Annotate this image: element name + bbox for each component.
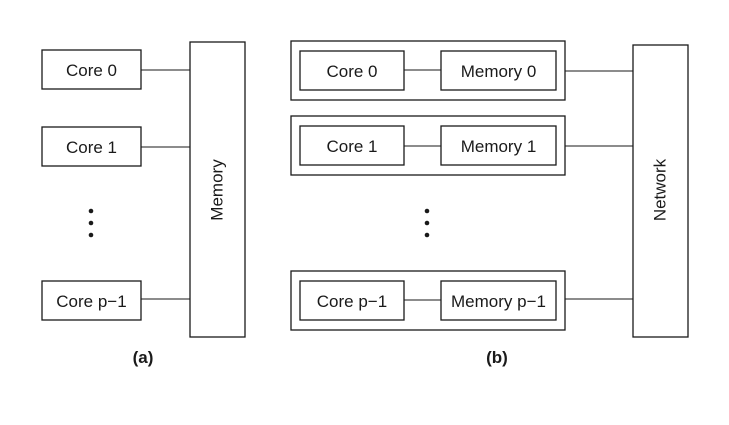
panel-b-memory-1-box bbox=[440, 125, 557, 166]
panel-b-memory-1-label: Memory 1 bbox=[461, 137, 537, 156]
panel-b-caption: (b) bbox=[486, 348, 508, 367]
panel-b-node-0: Core 0 Memory 0 bbox=[290, 40, 633, 101]
panel-b-ellipsis bbox=[424, 208, 430, 238]
panel-b-memory-last-label: Memory p−1 bbox=[451, 292, 546, 311]
panel-a-core-0-box bbox=[41, 49, 142, 90]
panel-b-core-last-box bbox=[299, 280, 405, 321]
panel-b-core-0-label: Core 0 bbox=[326, 62, 377, 81]
panel-b-network-box bbox=[632, 44, 689, 338]
panel-b-memory-last-box bbox=[440, 280, 557, 321]
panel-b-memory-0-label: Memory 0 bbox=[461, 62, 537, 81]
panel-a-caption: (a) bbox=[133, 348, 154, 367]
panel-b-network-label: Network bbox=[650, 158, 669, 221]
panel-a-memory-label: Memory bbox=[207, 159, 226, 221]
panel-b-node-last: Core p−1 Memory p−1 bbox=[290, 270, 633, 331]
panel-a-memory-box bbox=[189, 41, 246, 338]
panel-b-memory-0-box bbox=[440, 50, 557, 91]
panel-a-core-1-label: Core 1 bbox=[66, 138, 117, 157]
panel-b-core-last-label: Core p−1 bbox=[317, 292, 387, 311]
panel-b-core-1-label: Core 1 bbox=[326, 137, 377, 156]
panel-a-core-last-box bbox=[41, 280, 142, 321]
panel-b-distributed-memory: Network Core 0 Memory 0 Core 1 Memory 1 bbox=[290, 40, 689, 367]
panel-b-node-1: Core 1 Memory 1 bbox=[290, 115, 633, 176]
panel-a-core-last-label: Core p−1 bbox=[56, 292, 126, 311]
panel-a-core-1-box bbox=[41, 126, 142, 167]
panel-a-core-0-label: Core 0 bbox=[66, 61, 117, 80]
panel-a-shared-memory: Memory Core 0 Core 1 Core p−1 (a) bbox=[41, 41, 246, 367]
panel-a-ellipsis bbox=[88, 208, 94, 238]
